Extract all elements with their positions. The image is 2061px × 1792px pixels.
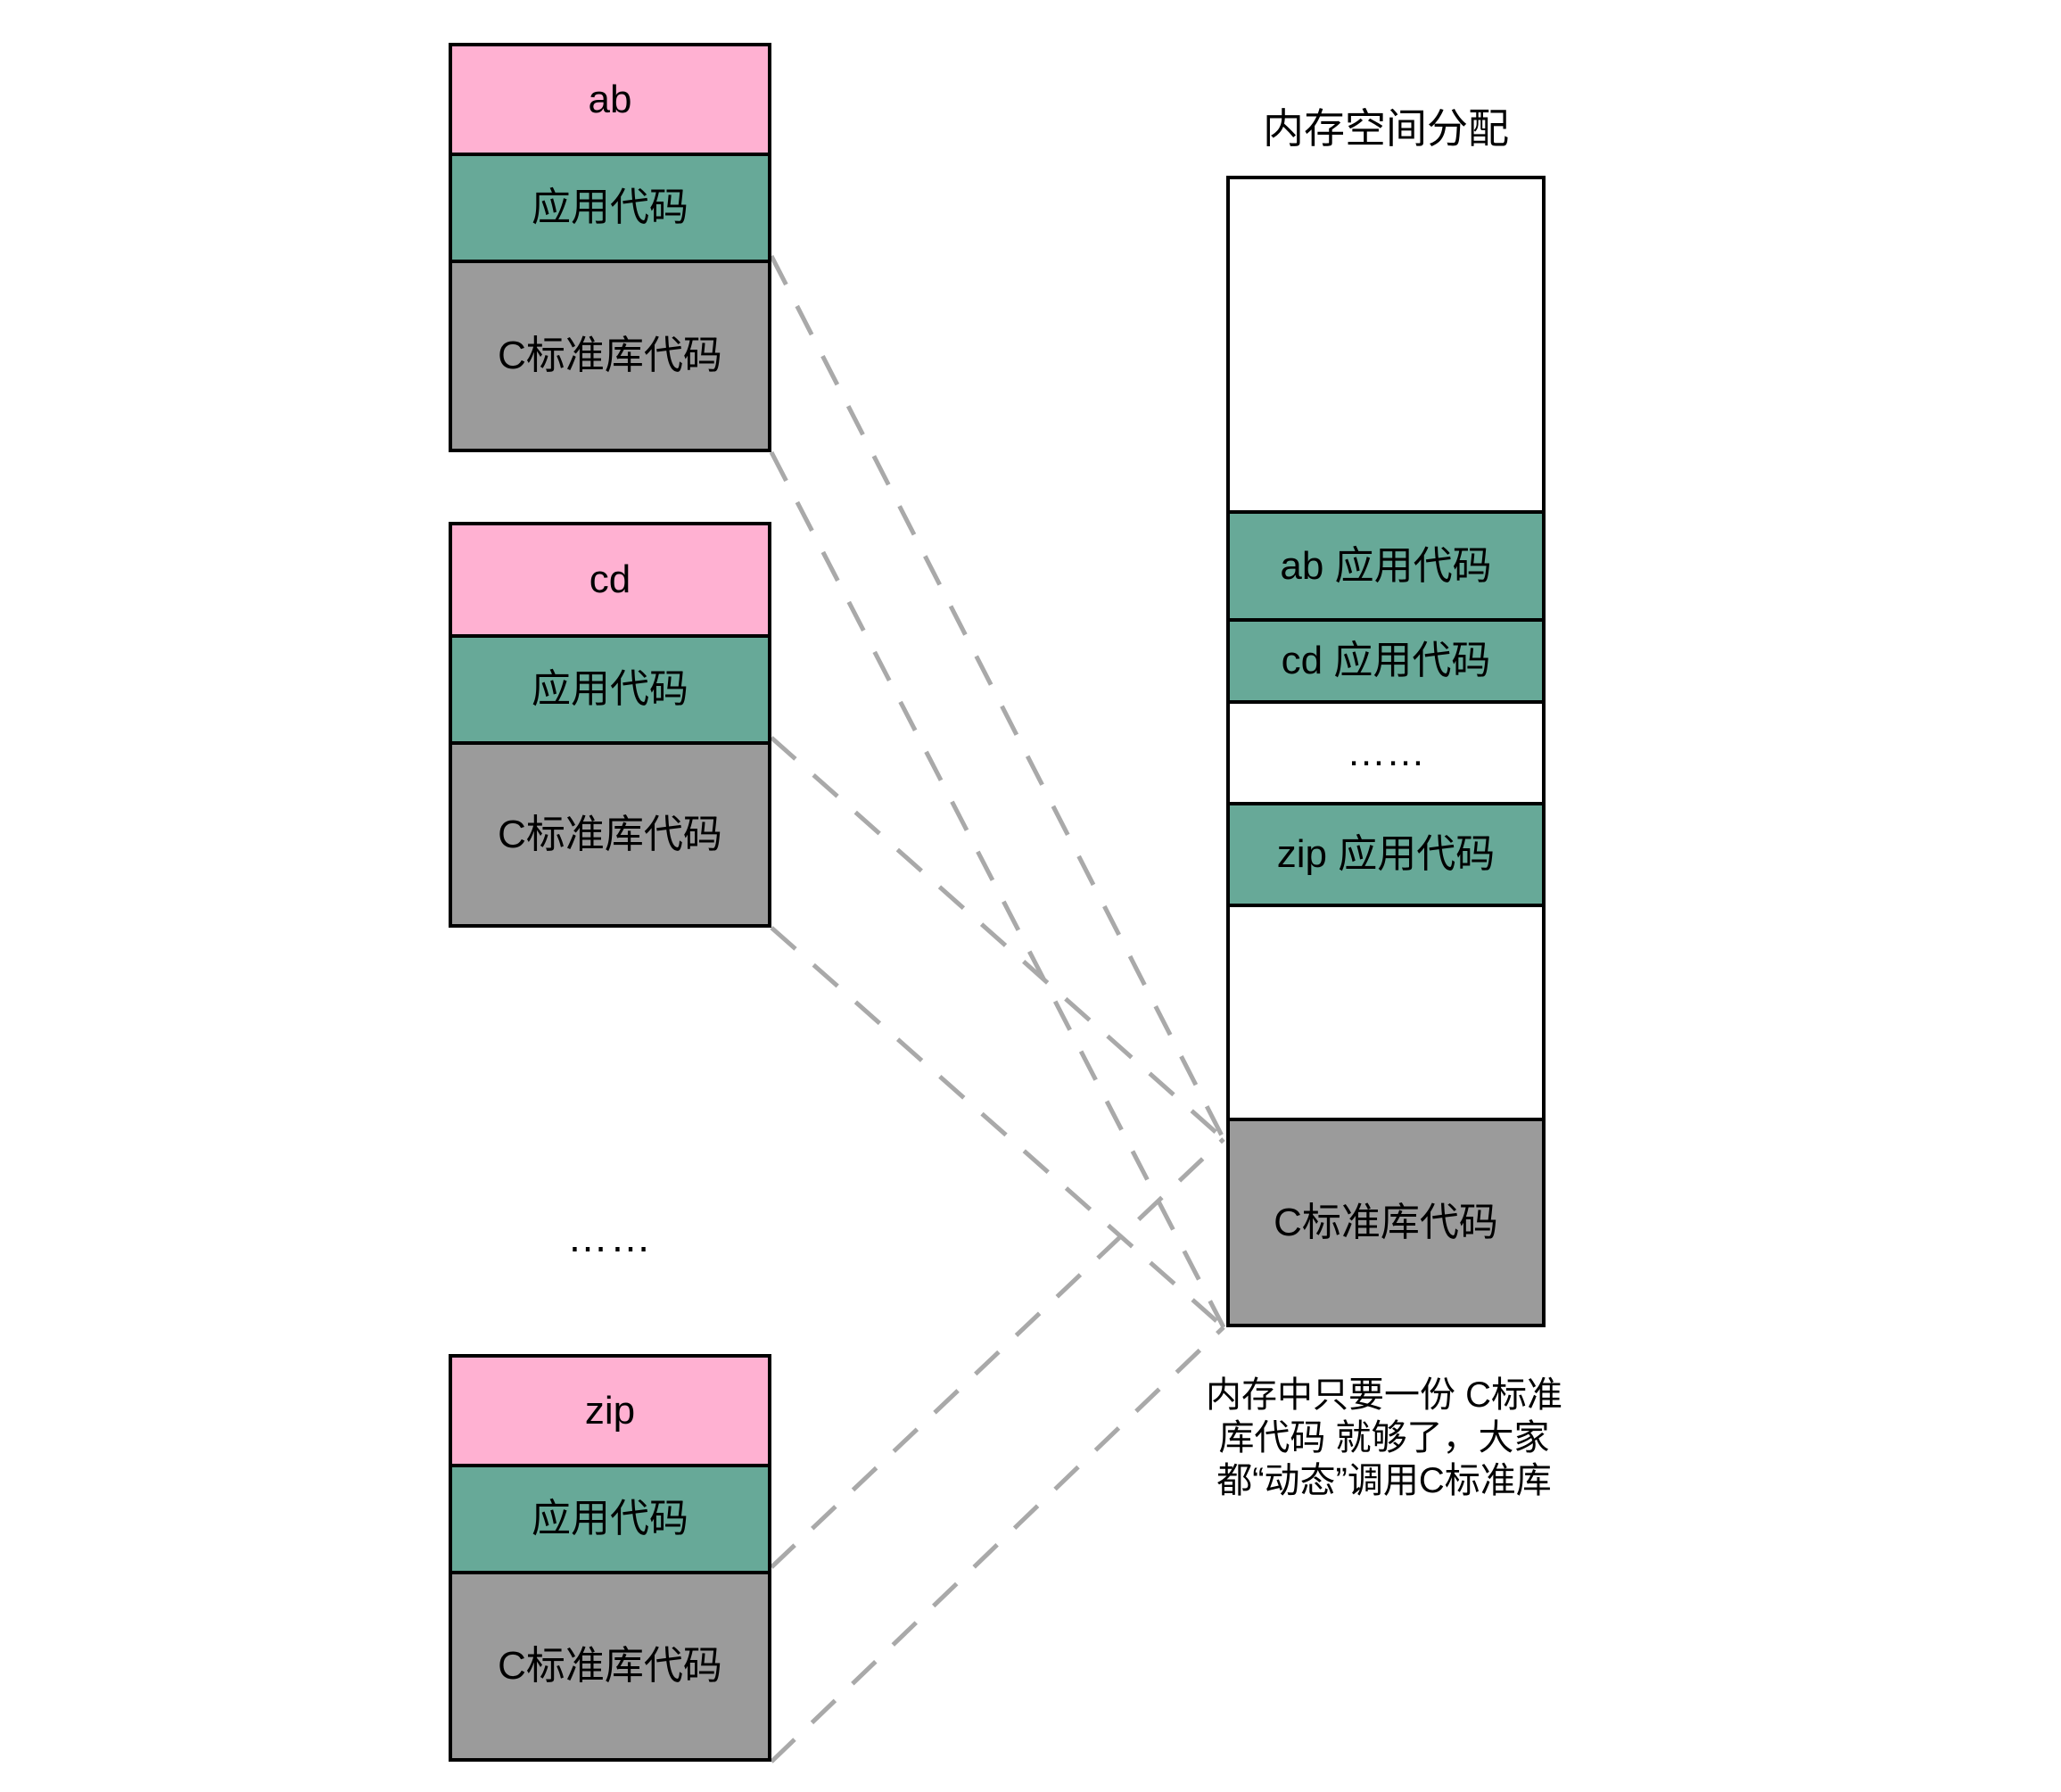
program-zip-app-code-segment: 应用代码 — [452, 1464, 768, 1571]
link-line-cd-box-bottom-right-to-memory-lib-bottom-left — [770, 926, 1225, 1329]
memory-zip-app-code-label: zip 应用代码 — [1276, 832, 1496, 876]
memory-segment-ab-app-code: ab 应用代码 — [1230, 510, 1542, 618]
program-ab-name: ab — [588, 77, 632, 121]
memory-ellipsis-label: …… — [1347, 731, 1425, 774]
link-line-ab-box-bottom-right-to-memory-lib-bottom-left — [769, 450, 1226, 1329]
caption-line-1: 内存中只要一份 C标准 — [1206, 1375, 1562, 1415]
memory-space-box: ab 应用代码 cd 应用代码 …… zip 应用代码 C标准库代码 — [1226, 176, 1546, 1327]
link-line-ab-lib-top-right-to-memory-lib-top-left — [769, 254, 1226, 1141]
program-box-zip: zip 应用代码 C标准库代码 — [449, 1354, 771, 1762]
memory-allocation-title: 内存空间分配 — [1263, 105, 1509, 152]
memory-segment-cd-app-code: cd 应用代码 — [1230, 618, 1542, 700]
program-ab-app-code-label: 应用代码 — [532, 186, 688, 229]
memory-segment-ellipsis: …… — [1230, 700, 1542, 802]
program-cd-c-stdlib-label: C标准库代码 — [498, 812, 722, 856]
program-box-cd: cd 应用代码 C标准库代码 — [449, 522, 771, 928]
link-line-zip-box-bottom-right-to-memory-lib-bottom-left — [770, 1325, 1225, 1763]
program-cd-app-code-label: 应用代码 — [532, 667, 688, 711]
dynamic-linking-caption: 内存中只要一份 C标准 库代码 就够了，大家 都“动态”调用C标准库 — [1157, 1374, 1612, 1502]
memory-free-segment-middle — [1230, 904, 1542, 1118]
program-zip-name-segment: zip — [452, 1358, 768, 1464]
link-line-zip-lib-top-right-to-memory-lib-top-left — [770, 1137, 1225, 1569]
program-ab-c-stdlib-label: C标准库代码 — [498, 334, 722, 377]
program-ab-app-code-segment: 应用代码 — [452, 153, 768, 260]
program-zip-c-stdlib-segment: C标准库代码 — [452, 1571, 768, 1758]
memory-segment-c-stdlib: C标准库代码 — [1230, 1118, 1542, 1324]
program-zip-app-code-label: 应用代码 — [532, 1497, 688, 1540]
program-cd-name: cd — [589, 557, 631, 601]
caption-line-2: 库代码 就够了，大家 — [1218, 1418, 1550, 1458]
program-cd-name-segment: cd — [452, 525, 768, 634]
program-cd-c-stdlib-segment: C标准库代码 — [452, 741, 768, 924]
link-line-cd-lib-top-right-to-memory-lib-top-left — [770, 736, 1225, 1141]
program-ab-c-stdlib-segment: C标准库代码 — [452, 260, 768, 449]
memory-ab-app-code-label: ab 应用代码 — [1280, 543, 1492, 588]
caption-line-3: 都“动态”调用C标准库 — [1216, 1461, 1552, 1500]
memory-c-stdlib-label: C标准库代码 — [1274, 1200, 1498, 1244]
memory-free-segment-top — [1230, 179, 1542, 510]
program-zip-name: zip — [584, 1388, 636, 1433]
memory-segment-zip-app-code: zip 应用代码 — [1230, 802, 1542, 904]
program-cd-app-code-segment: 应用代码 — [452, 634, 768, 741]
program-box-ab: ab 应用代码 C标准库代码 — [449, 43, 771, 452]
program-ab-name-segment: ab — [452, 46, 768, 153]
memory-cd-app-code-label: cd 应用代码 — [1281, 639, 1491, 682]
more-programs-ellipsis: …… — [567, 1214, 653, 1260]
program-zip-c-stdlib-label: C标准库代码 — [498, 1644, 722, 1688]
